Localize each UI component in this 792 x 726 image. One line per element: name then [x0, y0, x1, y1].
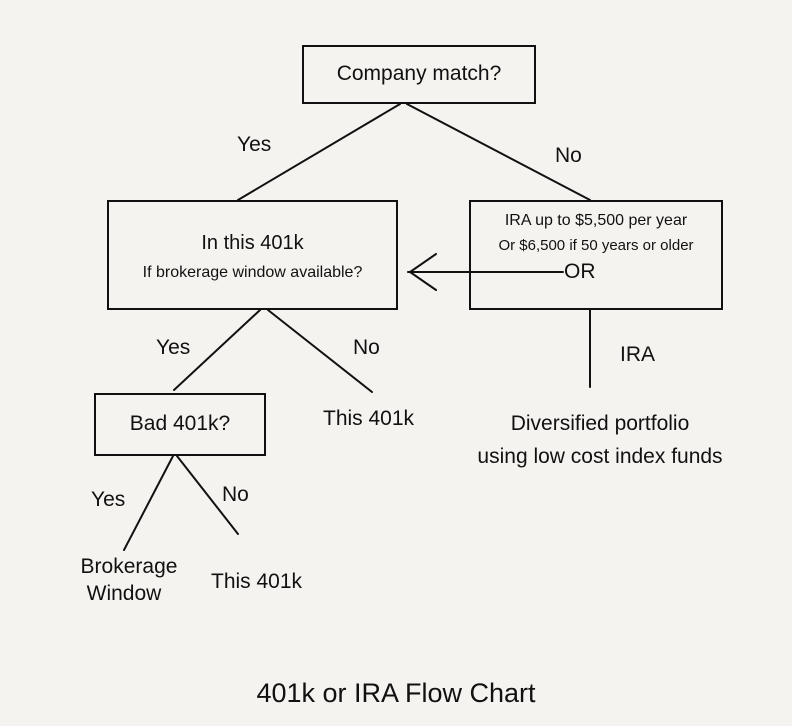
edge-window-yes — [173, 309, 261, 391]
ira-limit-line1: IRA up to $5,500 per year — [504, 212, 688, 229]
bad-401k-box — [94, 393, 266, 456]
edge-label-ira: IRA — [620, 343, 656, 366]
company-match-label: Company match? — [336, 62, 502, 85]
or-label: OR — [564, 260, 596, 283]
edge-match-no — [406, 103, 591, 201]
edge-label-match-no: No — [555, 144, 582, 167]
diagram-title: 401k or IRA Flow Chart — [256, 678, 536, 708]
edge-label-window-no: No — [353, 336, 380, 359]
edge-label-match-yes: Yes — [237, 133, 272, 156]
brokerage-window-line1: Brokerage — [80, 555, 178, 578]
in-401k-subtitle: If brokerage window available? — [142, 264, 363, 281]
ira-limit-line2: Or $6,500 if 50 years or older — [498, 237, 694, 254]
ira-box — [469, 200, 723, 310]
in-401k-title: In this 401k — [201, 232, 304, 254]
this-401k-mid: This 401k — [323, 407, 415, 430]
edge-bad-yes — [123, 455, 174, 551]
this-401k-bottom: This 401k — [211, 570, 303, 593]
in-401k-box — [107, 200, 398, 310]
edge-bad-no — [176, 455, 239, 535]
edge-label-bad-no: No — [222, 483, 249, 506]
company-match-box — [302, 45, 536, 104]
edge-label-bad-yes: Yes — [91, 488, 126, 511]
diversified-line1: Diversified portfolio — [510, 412, 690, 435]
bad-401k-label: Bad 401k? — [129, 412, 231, 435]
edge-match-yes — [237, 103, 401, 201]
edge-window-no — [267, 309, 373, 393]
edge-label-window-yes: Yes — [156, 336, 191, 359]
diversified-line2: using low cost index funds — [477, 445, 723, 468]
arrow-head-icon — [408, 253, 437, 291]
brokerage-window-line2: Window — [86, 582, 162, 605]
